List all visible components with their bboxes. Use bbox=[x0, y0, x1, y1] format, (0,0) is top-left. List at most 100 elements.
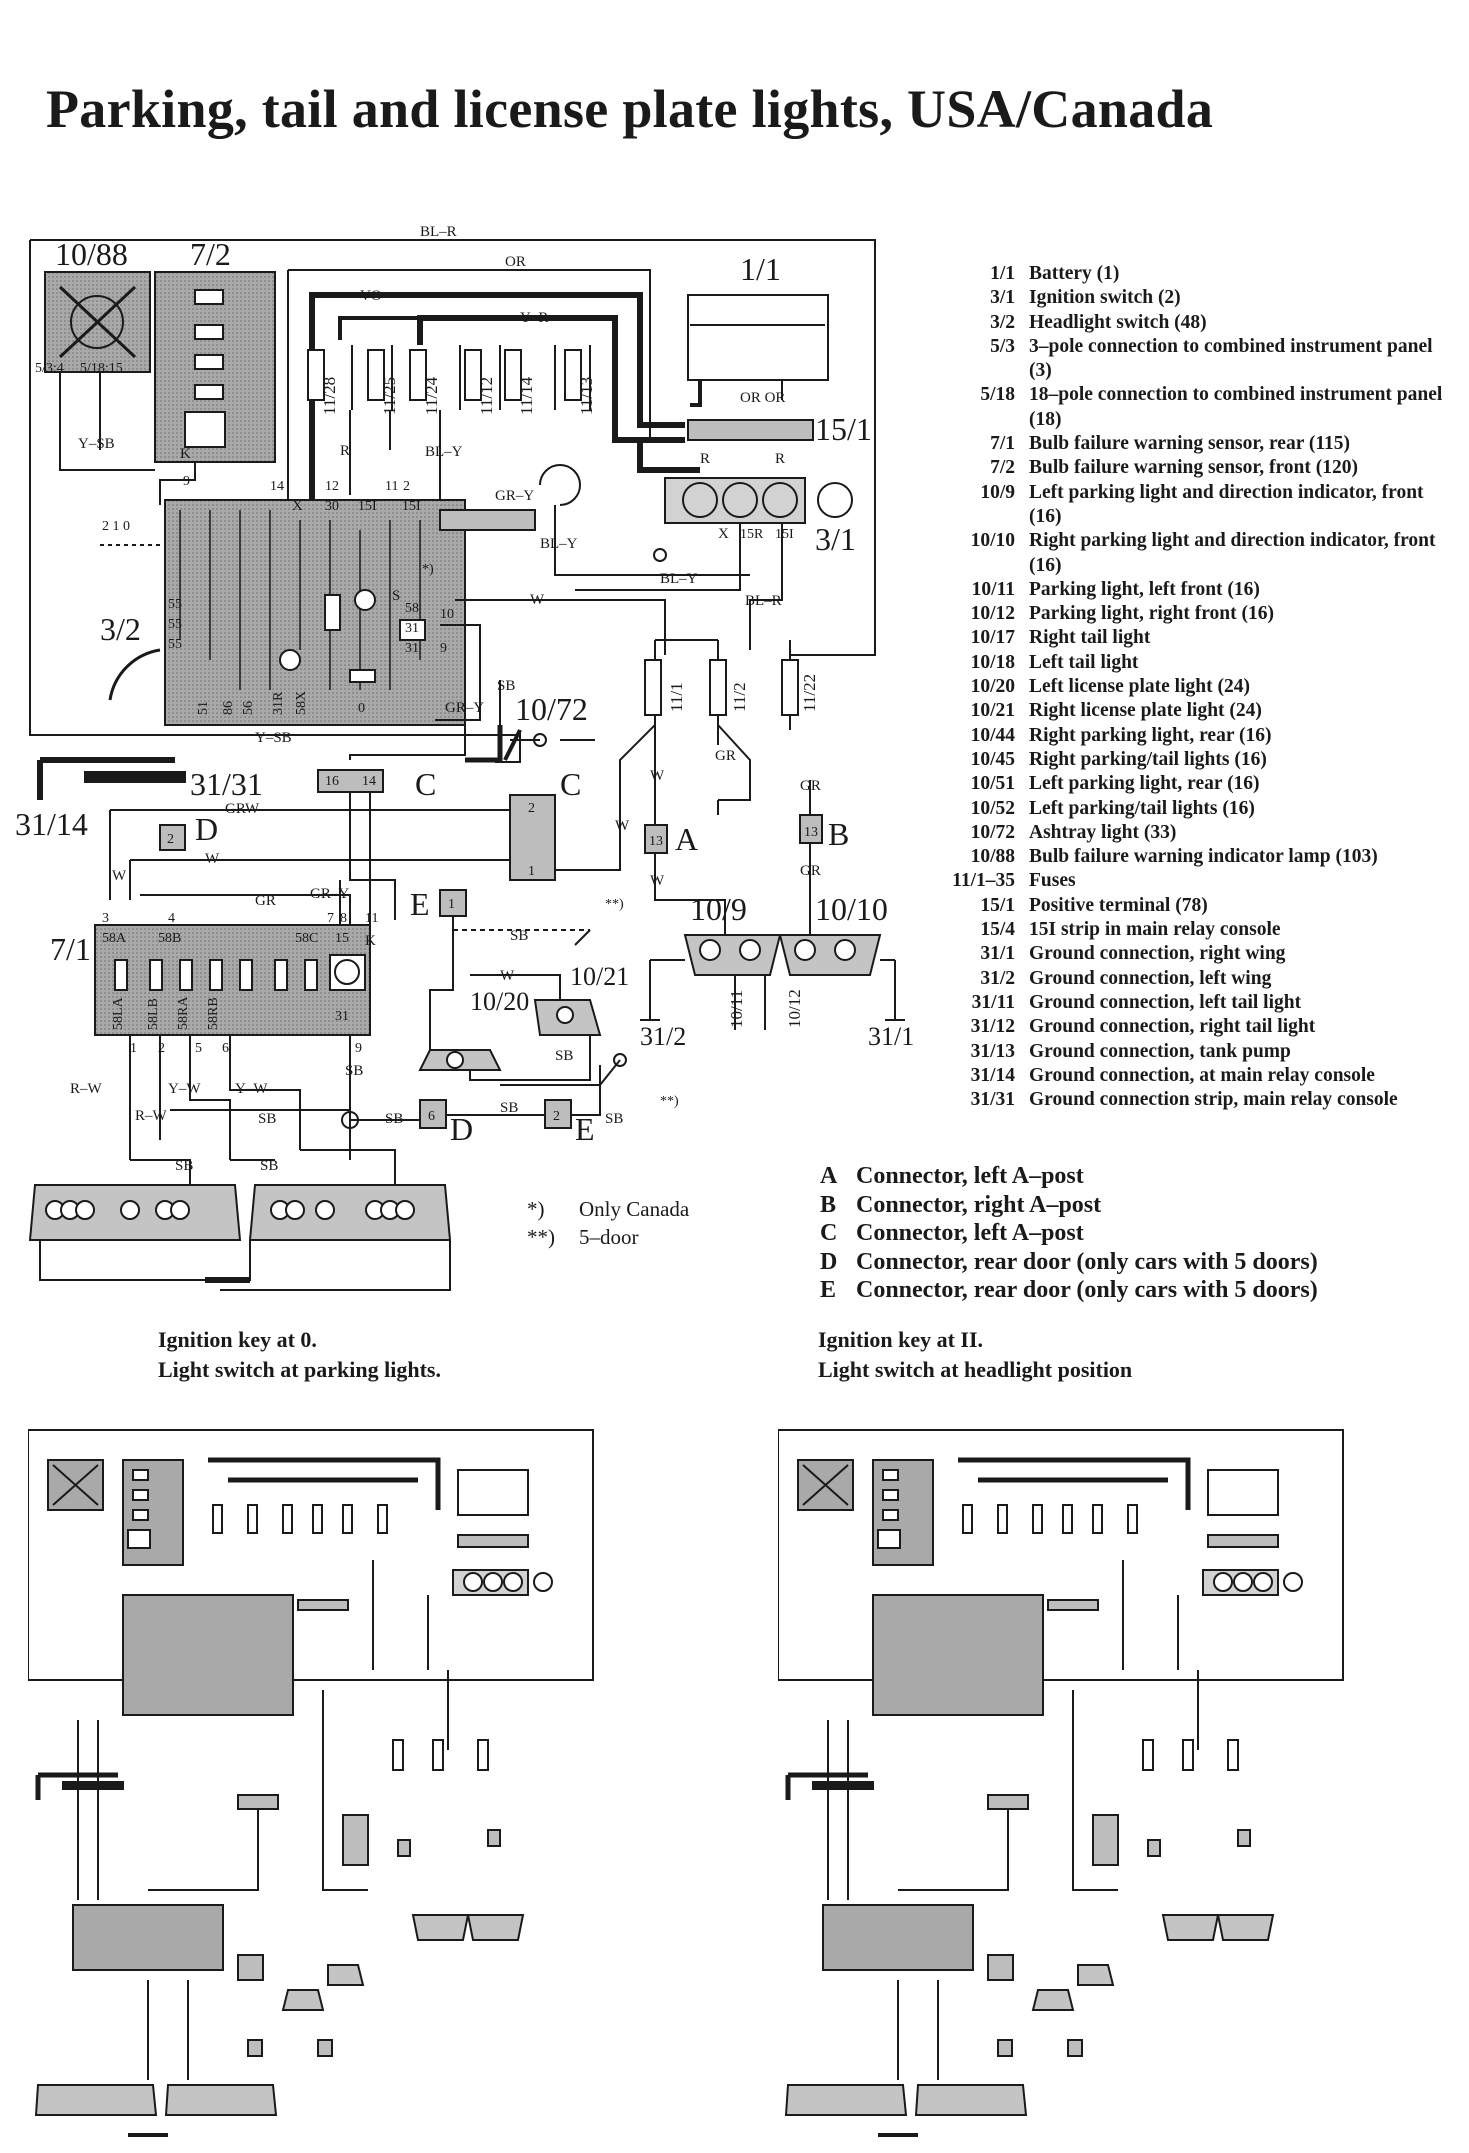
legend-item-desc: Left tail light bbox=[1029, 651, 1139, 673]
connector-item-code: D bbox=[820, 1248, 838, 1275]
legend-item-code: 10/10 bbox=[970, 530, 1015, 552]
fuse-11-13 bbox=[564, 349, 582, 401]
wire-label-or: OR bbox=[505, 254, 526, 270]
pin-58c: 58C bbox=[295, 931, 318, 946]
label-10-72: 10/72 bbox=[515, 691, 588, 727]
mini-switch bbox=[122, 1594, 294, 1716]
wire-label-bl-r2: BL–R bbox=[745, 593, 782, 609]
label-10-88: 10/88 bbox=[55, 236, 128, 272]
connector-item-code: A bbox=[820, 1163, 838, 1189]
mini-diagram-parking-lights bbox=[28, 1429, 594, 2137]
pin-58a: 58A bbox=[102, 931, 127, 946]
pin-31r: 31R bbox=[271, 691, 286, 715]
pin-15: 15 bbox=[335, 931, 349, 946]
wire-label-gr5: GR bbox=[800, 863, 821, 879]
wire-label-sb9: SB bbox=[175, 1158, 193, 1174]
legend-item: 10/18 Left tail light bbox=[915, 651, 1455, 675]
legend-item-desc: Ground connection, right wing bbox=[1029, 943, 1286, 965]
pin-56: 56 bbox=[241, 701, 256, 715]
pin-55b: 55 bbox=[168, 617, 182, 632]
wire-label-gr-y2: GR–Y bbox=[445, 700, 484, 716]
legend-item-desc: 18–pole connection to combined instrumen… bbox=[1029, 384, 1443, 430]
wire-label-y-w: Y–W bbox=[168, 1081, 201, 1097]
connector-item: E Connector, rear door (only cars with 5 … bbox=[820, 1276, 1318, 1305]
legend-item-desc: Parking light, left front (16) bbox=[1029, 578, 1260, 600]
label-connector-a: A bbox=[675, 821, 698, 857]
pin-14: 14 bbox=[270, 479, 284, 494]
wire-label-w4: W bbox=[615, 818, 630, 834]
legend-item-code: 7/2 bbox=[990, 457, 1015, 479]
wire-label-gr-y: GR–Y bbox=[495, 488, 534, 504]
wire-label-gr3: GR bbox=[715, 748, 736, 764]
legend-item-desc: Right parking light, rear (16) bbox=[1029, 724, 1272, 746]
pin-2-1-0: 2 1 0 bbox=[102, 519, 130, 534]
legend-item-code: 10/18 bbox=[970, 651, 1015, 673]
pin-10: 10 bbox=[440, 607, 454, 622]
pin-58b: 58B bbox=[158, 931, 181, 946]
wire-bl-r-top bbox=[30, 239, 876, 656]
pin-30: 30 bbox=[325, 499, 339, 514]
wire-label-sb8: SB bbox=[605, 1111, 623, 1127]
mini-diagram-headlight-position bbox=[778, 1429, 1344, 2137]
label-7-2: 7/2 bbox=[190, 236, 231, 272]
lamp-circle bbox=[70, 295, 124, 349]
pin-4: 4 bbox=[168, 911, 175, 926]
footnote-desc: 5–door bbox=[579, 1225, 639, 1249]
pin-8: 8 bbox=[340, 911, 347, 926]
label-10-9: 10/9 bbox=[690, 891, 747, 927]
pin-55c: 55 bbox=[168, 637, 182, 652]
ground-strip-31-31 bbox=[84, 771, 186, 783]
pin-15i: 15I bbox=[358, 499, 377, 514]
label-fuse-11-25: 11/25 bbox=[380, 377, 399, 415]
legend-item-code: 10/12 bbox=[970, 603, 1015, 625]
legend-item-desc: Left parking/tail lights (16) bbox=[1029, 797, 1255, 819]
pin-9: 9 bbox=[183, 474, 190, 489]
legend-item-desc: Ground connection, right tail light bbox=[1029, 1016, 1316, 1038]
mini-sensor-rear-2 bbox=[822, 1904, 974, 1971]
label-connector-d-lower: D bbox=[450, 1111, 473, 1147]
connector-item-code: E bbox=[820, 1277, 837, 1303]
legend-item-desc: Left license plate light (24) bbox=[1029, 676, 1250, 698]
pin-0: 0 bbox=[358, 701, 365, 716]
legend-item-code: 1/1 bbox=[990, 263, 1015, 284]
legend-item-code: 31/31 bbox=[970, 1089, 1015, 1111]
wire-label-r: R bbox=[340, 443, 350, 459]
label-connector-e-lower: E bbox=[575, 1111, 595, 1147]
legend-item-desc: Ignition switch (2) bbox=[1029, 287, 1181, 309]
label-10-11: 10/11 bbox=[727, 990, 746, 1028]
pin-2e: 2 bbox=[158, 1041, 165, 1056]
legend-item-desc: Right license plate light (24) bbox=[1029, 700, 1262, 722]
wire-label-gr2: GR bbox=[255, 893, 276, 909]
legend-item-desc: Right parking/tail lights (16) bbox=[1029, 748, 1267, 770]
footnote-code: *) bbox=[527, 1197, 545, 1221]
label-fuse-11-22: 11/22 bbox=[800, 674, 819, 712]
wire-label-w6: W bbox=[650, 873, 665, 889]
pin-86: 86 bbox=[221, 701, 236, 715]
connector-item-desc: Connector, rear door (only cars with 5 d… bbox=[856, 1277, 1318, 1303]
wire-w-1 bbox=[455, 599, 666, 655]
pin-31-b: 31 bbox=[405, 641, 419, 656]
legend-item-code: 10/17 bbox=[970, 627, 1015, 649]
pin-5: 5 bbox=[195, 1041, 202, 1056]
sensor-7-1 bbox=[94, 924, 371, 1036]
ashtray-light-10-72 bbox=[533, 733, 547, 747]
strip-15-4 bbox=[439, 509, 536, 531]
label-31-2: 31/2 bbox=[640, 1022, 686, 1051]
fuse-11-1 bbox=[644, 659, 662, 716]
wire-label-x2: X bbox=[292, 498, 303, 514]
pin-3: 3 bbox=[102, 911, 109, 926]
caption-right-line2: Light switch at headlight position bbox=[818, 1357, 1133, 1382]
pin-31c: 31 bbox=[335, 1009, 349, 1024]
